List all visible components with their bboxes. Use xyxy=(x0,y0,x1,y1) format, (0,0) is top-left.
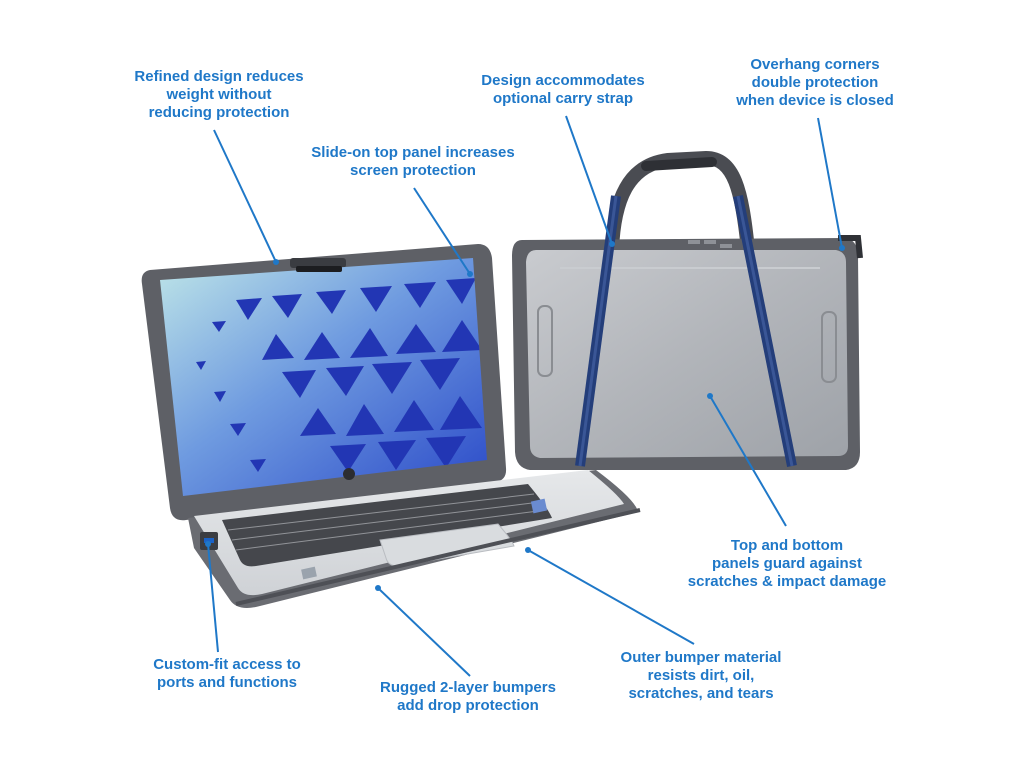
leader-bumpers xyxy=(377,587,471,677)
callout-refined-design: Refined design reduces weight without re… xyxy=(134,68,303,122)
callout-top-bottom-panels: Top and bottom panels guard against scra… xyxy=(688,537,886,591)
laptop-in-case-icon xyxy=(141,244,641,608)
callout-line: optional carry strap xyxy=(492,90,634,107)
callout-line: Slide-on top panel increases xyxy=(311,144,515,161)
callout-line: reducing protection xyxy=(148,104,290,121)
closed-case-with-strap-icon xyxy=(512,150,863,470)
leader-overhang xyxy=(817,117,843,249)
leader-lines xyxy=(207,115,843,677)
leader-endpoints xyxy=(205,241,845,591)
callout-custom-fit-ports: Custom-fit access to ports and functions xyxy=(153,656,301,692)
trackpad xyxy=(379,523,515,567)
callout-line: Outer bumper material xyxy=(620,649,782,666)
callout-line: weight without xyxy=(166,86,272,103)
leader-ports xyxy=(207,543,219,653)
callout-line: double protection xyxy=(751,74,879,91)
callout-line: scratches, and tears xyxy=(628,685,774,702)
laptop-screen xyxy=(160,258,487,496)
callout-line: screen protection xyxy=(350,162,476,179)
leader-refined xyxy=(213,129,277,263)
keyboard-area xyxy=(222,484,552,567)
callout-line: add drop protection xyxy=(397,697,539,714)
leader-outer xyxy=(527,549,695,645)
callout-line: scratches & impact damage xyxy=(687,573,887,590)
callout-line: when device is closed xyxy=(736,92,894,109)
callout-carry-strap: Design accommodates optional carry strap xyxy=(481,72,644,108)
callout-overhang-corners: Overhang corners double protection when … xyxy=(736,56,894,110)
leader-panels xyxy=(709,395,787,527)
callout-slide-on-panel: Slide-on top panel increases screen prot… xyxy=(311,144,514,180)
carry-handle xyxy=(605,150,755,257)
callout-outer-bumper-material: Outer bumper material resists dirt, oil,… xyxy=(621,649,782,703)
closed-case-top-panel xyxy=(526,250,848,458)
callout-line: panels guard against xyxy=(711,555,863,572)
callout-line: ports and functions xyxy=(156,674,297,691)
leader-carry xyxy=(565,115,613,245)
callout-line: Custom-fit access to xyxy=(153,656,301,673)
callout-line: Refined design reduces xyxy=(134,68,304,85)
callout-line: Rugged 2-layer bumpers xyxy=(380,679,556,696)
callout-line: Top and bottom xyxy=(730,537,844,554)
callout-line: Overhang corners xyxy=(750,56,880,73)
callout-line: Design accommodates xyxy=(481,72,645,89)
callout-line: resists dirt, oil, xyxy=(647,667,755,684)
callout-rugged-bumpers: Rugged 2-layer bumpers add drop protecti… xyxy=(380,679,556,715)
leader-slide xyxy=(413,187,471,275)
